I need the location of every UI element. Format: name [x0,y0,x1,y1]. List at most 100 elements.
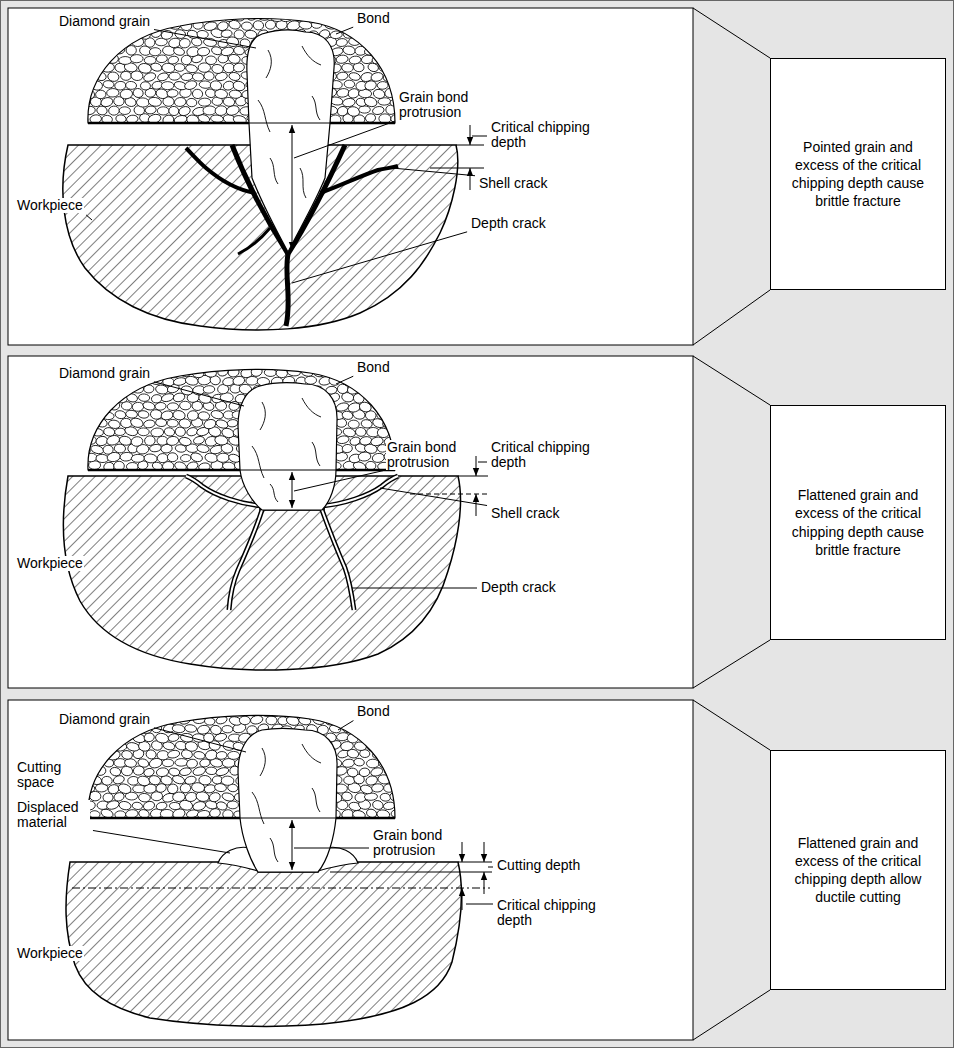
leader-line [392,168,475,176]
bond-grain [197,724,211,735]
bond-grain [384,55,397,64]
leader-line [93,830,230,853]
bond-grain [132,402,144,412]
dimension-arrow [292,125,293,250]
bond-grain [223,63,234,73]
bond-grain [193,751,206,760]
bond-grain [168,106,180,117]
leader-lines [86,27,493,904]
bond-grain [156,801,168,811]
leader-line [86,215,92,220]
part-label: Depth crack [480,580,557,595]
bond-grain [101,46,113,55]
bond-grain [167,452,178,462]
bond-grain [130,436,143,447]
callout-line [693,700,770,750]
bond-grain [113,30,125,38]
bond-grain [372,385,384,395]
bond-grain [185,11,199,23]
bond-grain [348,37,360,45]
bond-grain [390,394,403,403]
bond-grain [386,400,398,411]
drawing-part [322,510,354,610]
bond-grain [150,359,162,368]
bond-grain [185,64,198,74]
bond-grain [197,705,212,716]
extension-line [430,168,484,169]
bond-grain [94,38,107,47]
bond-grain [348,420,359,428]
bond-grain [340,706,352,717]
bond-grain [157,453,168,463]
bond-grain [234,358,249,370]
leader-line [466,904,493,905]
bond-grain [83,401,96,411]
drawing-part [286,254,288,326]
bond-grain [362,734,374,744]
bond-grain [143,419,155,428]
bond-grain [173,377,187,387]
panel-frame [8,356,693,688]
dimension-arrow [476,494,477,516]
bond-grain [298,715,312,726]
bond-grain [391,80,403,90]
bond-grain [328,375,340,386]
bond-grain [198,359,210,369]
bond-grain [83,418,97,429]
bond-grain [78,28,91,38]
bond-grain [149,47,161,56]
part-label: Grain bond protrusion [398,90,478,120]
bond-grain [84,750,96,761]
bond-grain [179,38,191,49]
leader-line [294,471,383,491]
bond-grain [227,419,238,427]
part-label: Workpiece [16,198,84,213]
result-text: Pointed grain and excess of the critical… [783,138,933,211]
bond-grain [227,366,241,379]
bond-grain [222,725,233,733]
part-label: Cutting space [16,760,78,790]
panel-frame [8,700,693,1040]
bond-grain [95,90,106,99]
bond-grain [384,784,395,792]
bond-grain [210,409,224,420]
bond-grain [389,62,403,72]
leader-line [336,27,353,34]
part-label: Grain bond protrusion [386,440,466,470]
bond-grain [370,71,384,82]
bond-grain [151,706,165,716]
bond-grain [198,411,210,421]
bond-grain [76,741,89,751]
bond-grain [119,107,130,115]
bond-grain [385,750,398,761]
part-label: Workpiece [16,556,84,571]
bond-grain [157,107,169,115]
bond-grain [336,38,348,47]
bond-grain [378,47,389,56]
bond-grain [211,64,224,75]
drawing-part [322,510,354,610]
bond-grain [216,20,229,32]
bond-grain [366,377,379,386]
bond-grain [353,723,365,733]
part-label: Bond [356,11,391,26]
bond-grain [96,454,109,463]
bond-grain [341,13,353,23]
bond-outline [88,19,395,123]
bond-grain [186,758,198,769]
bond-grain [221,791,235,802]
bond-grain [216,453,229,463]
leader-line [154,382,244,406]
bond-grain [112,774,125,785]
bond-grain [180,454,190,461]
bond-grain [187,410,199,421]
drawing-part [238,228,270,254]
bond-grain [151,428,164,438]
result-text: Flattened grain and excess of the critic… [783,834,933,907]
bond-grain [241,22,252,31]
bond-grain [83,733,97,744]
bond-grain [109,384,121,394]
bond-grain [317,359,331,369]
part-label: Shell crack [478,176,548,191]
